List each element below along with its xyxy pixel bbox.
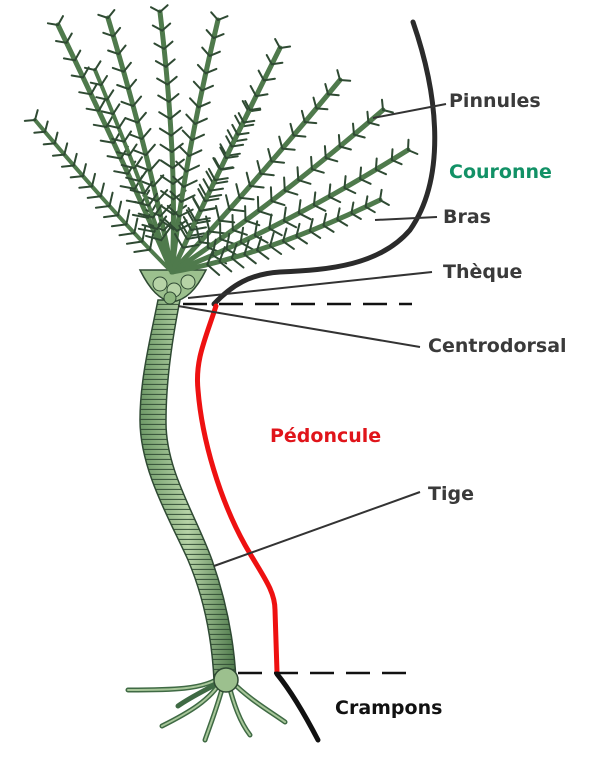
leader-centrodorsal [177, 305, 421, 348]
label-couronne: Couronne [449, 161, 552, 183]
holdfast-illustration [125, 673, 288, 743]
crinoid-illustration [23, 4, 419, 743]
arm-branch [169, 98, 394, 275]
crown-bracket-line [211, 19, 438, 307]
leader-bras [374, 216, 438, 221]
holdfast-bracket-line [274, 671, 321, 743]
label-centrodorsal: Centrodorsal [428, 335, 567, 357]
leader-theque [187, 271, 433, 299]
arm-branch [84, 60, 174, 274]
arms-illustration [23, 4, 419, 276]
leader-lines [177, 103, 447, 567]
label-theque: Thèque [443, 261, 522, 283]
leader-pinnules [372, 103, 447, 119]
arm-branch [46, 15, 175, 275]
leader-tige [213, 491, 421, 567]
label-pedoncule: Pédoncule [270, 425, 381, 447]
arm-branch [169, 138, 419, 275]
arm-branch [23, 109, 174, 274]
stem-bracket-line [194, 303, 280, 675]
arm-branch [169, 69, 352, 275]
arm-branch [169, 188, 390, 276]
label-bras: Bras [443, 206, 491, 228]
calyx-illustration [138, 269, 208, 305]
label-pinnules: Pinnules [449, 90, 541, 112]
arm-branch [164, 11, 229, 275]
label-crampons: Crampons [335, 697, 442, 719]
arm-branch [170, 100, 262, 274]
label-tige: Tige [428, 483, 474, 505]
